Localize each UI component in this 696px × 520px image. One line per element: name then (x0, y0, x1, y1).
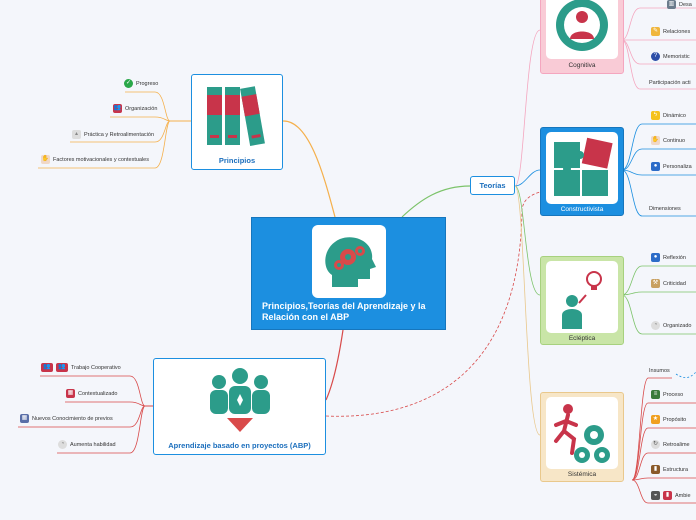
lightning-icon: ϟ (651, 111, 660, 120)
leaf-label: Trabajo Cooperativo (71, 364, 121, 371)
ecleptica-title: Ecléptica (568, 335, 596, 342)
leaf-label: Memoristic (663, 53, 690, 60)
puzzle-icon (546, 132, 618, 204)
leaf-desa[interactable]: ▥ Desa (667, 0, 692, 9)
people-icon: 👥 (113, 104, 122, 113)
star-icon: ★ (651, 415, 660, 424)
leaf-criticidad[interactable]: ⚒ Criticidad (651, 279, 686, 288)
book-icon: ▮ (663, 491, 672, 500)
team-icon (203, 364, 277, 436)
leaf-label: Práctica y Retroalimentación (84, 131, 155, 138)
leaf-continuo[interactable]: ✋ Continuo (651, 136, 685, 145)
leaf-reflexion[interactable]: ● Reflexión (651, 253, 686, 262)
leaf-label: Desa (679, 1, 692, 8)
person-icon: ● (651, 162, 660, 171)
gavel-icon: ⚒ (651, 279, 660, 288)
leaf-relaciones[interactable]: ✎ Relaciones (651, 27, 690, 36)
pencil-icon: ✎ (651, 27, 660, 36)
leaf-label: Personaliza (663, 163, 692, 170)
leaf-label: Reflexión (663, 254, 686, 261)
sketch-icon: ◔ (651, 321, 660, 330)
sketch-icon: ◔ (58, 440, 67, 449)
check-icon: ✓ (124, 79, 133, 88)
hand-icon: ✋ (651, 136, 660, 145)
grid-icon: ▦ (20, 414, 29, 423)
refresh-icon: ↻ (651, 440, 660, 449)
leaf-label: Relaciones (663, 28, 691, 35)
leaf-trabajo-cooperativo[interactable]: 👥 👥 Trabajo Cooperativo (41, 363, 121, 372)
group-icon: 👥 (56, 363, 68, 372)
leaf-label: Propósito (663, 416, 687, 423)
leaf-insumos[interactable]: Insumos (649, 368, 670, 374)
leaf-label: Organizado (663, 322, 692, 329)
abp-title: Aprendizaje basado en proyectos (ABP) (168, 441, 311, 450)
leaf-organizado[interactable]: ◔ Organizado (651, 321, 691, 330)
leaf-personaliza[interactable]: ● Personaliza (651, 162, 692, 171)
leaf-label: Retroalime (663, 441, 690, 448)
leaf-factores[interactable]: ✋ Factores motivacionales y contextuales (41, 155, 149, 164)
books-icon: ≡ (651, 390, 660, 399)
leaf-progreso[interactable]: ✓ Progreso (124, 79, 158, 88)
runner-gears-icon (546, 397, 618, 469)
leaf-retroalime[interactable]: ↻ Retroalime (651, 440, 690, 449)
leaf-label: Ambie (675, 492, 691, 499)
chart-icon: ▴ (72, 130, 81, 139)
leaf-dimensiones[interactable]: Dimensiones (649, 206, 681, 212)
leaf-label: Continuo (663, 137, 686, 144)
leaf-label: Participación acti (649, 80, 691, 86)
building-icon: ▥ (667, 0, 676, 9)
leaf-dinamico[interactable]: ϟ Dinámico (651, 111, 686, 120)
leaf-participacion[interactable]: Participación acti (649, 80, 691, 86)
leaf-label: Nuevos Conocimiento de previos (32, 415, 113, 422)
leaf-aumenta-habilidad[interactable]: ◔ Aumenta habilidad (58, 440, 116, 449)
sistemica-node[interactable]: Sistémica (540, 392, 624, 482)
leaf-label: Organización (125, 105, 158, 112)
hand-icon: ✋ (41, 155, 50, 164)
principios-node[interactable]: Principios (191, 74, 283, 170)
teorias-node[interactable]: Teorías (470, 176, 515, 195)
calendar-icon: ▦ (66, 389, 75, 398)
abp-node[interactable]: Aprendizaje basado en proyectos (ABP) (153, 358, 326, 455)
leaf-label: Dimensiones (649, 206, 681, 212)
person-icon: ● (651, 253, 660, 262)
cognitiva-title: Cognitiva (568, 62, 596, 69)
leaf-organizacion[interactable]: 👥 Organización (113, 104, 157, 113)
central-topic[interactable]: Principios,Teorías del Aprendizaje y la … (251, 217, 446, 330)
idea-person-icon (546, 261, 618, 333)
leaf-ambie[interactable]: ◒ ▮ Ambie (651, 491, 691, 500)
leaf-label: Progreso (136, 80, 159, 87)
leaf-nuevos-conocimiento[interactable]: ▦ Nuevos Conocimiento de previos (20, 414, 113, 423)
leaf-contextualizado[interactable]: ▦ Contextualizado (66, 389, 117, 398)
group-icon: 👥 (41, 363, 53, 372)
leaf-label: Proceso (663, 391, 684, 398)
leaf-label: Contextualizado (78, 390, 118, 397)
cup-icon: ◒ (651, 491, 660, 500)
leaf-label: Criticidad (663, 280, 686, 287)
ecleptica-node[interactable]: Ecléptica (540, 256, 624, 345)
cognitiva-node[interactable]: Cognitiva (540, 0, 624, 74)
leaf-memoristic[interactable]: ? Memoristic (651, 52, 690, 61)
book-icon: ▮ (651, 465, 660, 474)
constructivista-node[interactable]: Constructivista (540, 127, 624, 216)
binders-icon (201, 81, 273, 151)
question-icon: ? (651, 52, 660, 61)
leaf-proposito[interactable]: ★ Propósito (651, 415, 686, 424)
leaf-label: Dinámico (663, 112, 686, 119)
leaf-label: Insumos (649, 368, 670, 374)
head-gears-icon (312, 225, 386, 298)
principios-title: Principios (218, 156, 256, 165)
leaf-label: Estructura (663, 466, 689, 473)
leaf-practica[interactable]: ▴ Práctica y Retroalimentación (72, 130, 154, 139)
sistemica-title: Sistémica (567, 471, 597, 478)
leaf-proceso[interactable]: ≡ Proceso (651, 390, 683, 399)
leaf-label: Factores motivacionales y contextuales (53, 156, 149, 163)
central-title: Principios,Teorías del Aprendizaje y la … (262, 301, 426, 322)
leaf-label: Aumenta habilidad (70, 441, 116, 448)
leaf-estructura[interactable]: ▮ Estructura (651, 465, 688, 474)
person-gear-icon (546, 0, 618, 59)
constructivista-title: Constructivista (560, 206, 604, 213)
